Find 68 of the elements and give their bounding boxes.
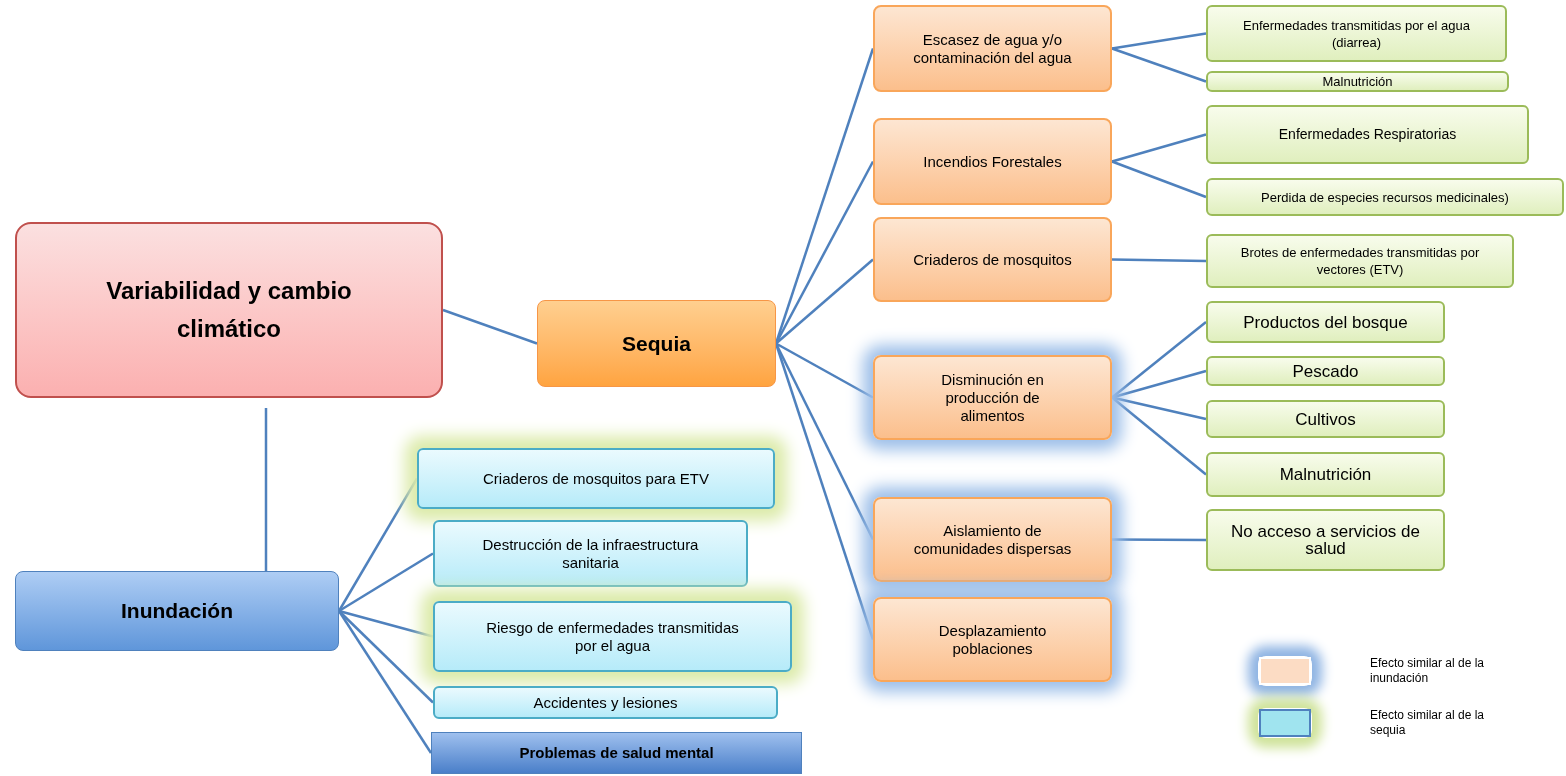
connector-line [1111,396,1207,421]
impact-box [1206,178,1564,216]
connector-line [264,408,268,571]
node-label: Variabilidad y cambio climático [105,276,353,344]
connector-line [775,258,874,345]
connector-line [1111,32,1207,50]
connector-line [1111,47,1207,83]
impact-box [1206,356,1445,386]
connector-line [1112,538,1206,542]
node-label: Malnutrición [1279,466,1372,483]
impact-box [1206,5,1507,62]
node-label: Pescado [1292,362,1359,380]
effect-box [433,520,748,587]
connector-line [774,343,875,640]
effect-box [873,497,1112,582]
impact-box [1206,71,1509,92]
impact-box [1206,301,1445,343]
impact-box [1206,452,1445,497]
hazard-box [537,300,776,387]
connector-line [338,552,434,613]
effect-box [873,118,1112,205]
node-label: Incendios Forestales [923,152,1062,171]
impact-box [1206,234,1514,288]
effect-box [873,5,1112,92]
connector-line [775,342,874,399]
connector-line [1111,133,1207,163]
connector-line [1111,396,1207,476]
effect-box [431,732,802,774]
node-label: Enfermedades Respiratorias [1278,126,1457,143]
connector-line [1111,160,1207,199]
node-label: No acceso a servicios de salud [1230,523,1421,557]
node-label: Enfermedades transmitidas por el agua (diarrea) [1242,16,1471,51]
node-label: Malnutrición [1322,73,1393,90]
node-label: Brotes de enfermedades transmitidas por vectores (ETV) [1239,244,1481,278]
connector-line [1111,321,1207,399]
node-label: Desplazamiento poblaciones [937,621,1048,658]
effect-box [873,355,1112,440]
impact-box [1206,400,1445,438]
node-label: Perdida de especies recursos medicinales) [1261,188,1509,206]
node-label: Sequia [622,330,691,357]
impact-box [1206,105,1529,164]
node-label: Riesgo de enfermedades transmitidas por el agua [485,618,740,655]
connector-line [1111,258,1207,263]
connector-line [338,609,434,638]
node-label: Escasez de agua y/o contaminación del agua [912,30,1073,67]
connector-line [1111,369,1207,399]
node-label: Aislamiento de comunidades dispersas [912,521,1073,558]
effect-box [417,448,775,509]
node-label: Cultivos [1295,410,1356,428]
effect-box [433,601,792,672]
legend-label: Efecto similar al de la sequia [1370,708,1486,738]
connector-line [442,308,538,345]
node-label: Productos del bosque [1243,313,1408,331]
node-label: Inundación [121,598,233,625]
effect-box [433,686,778,719]
node-label: Problemas de salud mental [519,742,714,763]
topic-box [15,222,443,398]
node-label: Criaderos de mosquitos para ETV [483,469,709,488]
effect-box [873,217,1112,302]
connector-line [337,477,419,612]
node-label: Accidentes y lesiones [533,693,678,712]
legend-label: Efecto similar al de la inundación [1370,656,1486,686]
node-label: Destrucción de la infraestructura sanitaria [481,535,700,572]
node-label: Disminución en producción de alimentos [940,370,1045,425]
effect-box [873,597,1112,682]
node-label: Criaderos de mosquitos [913,250,1072,269]
hazard-box [15,571,339,651]
impact-box [1206,509,1445,571]
